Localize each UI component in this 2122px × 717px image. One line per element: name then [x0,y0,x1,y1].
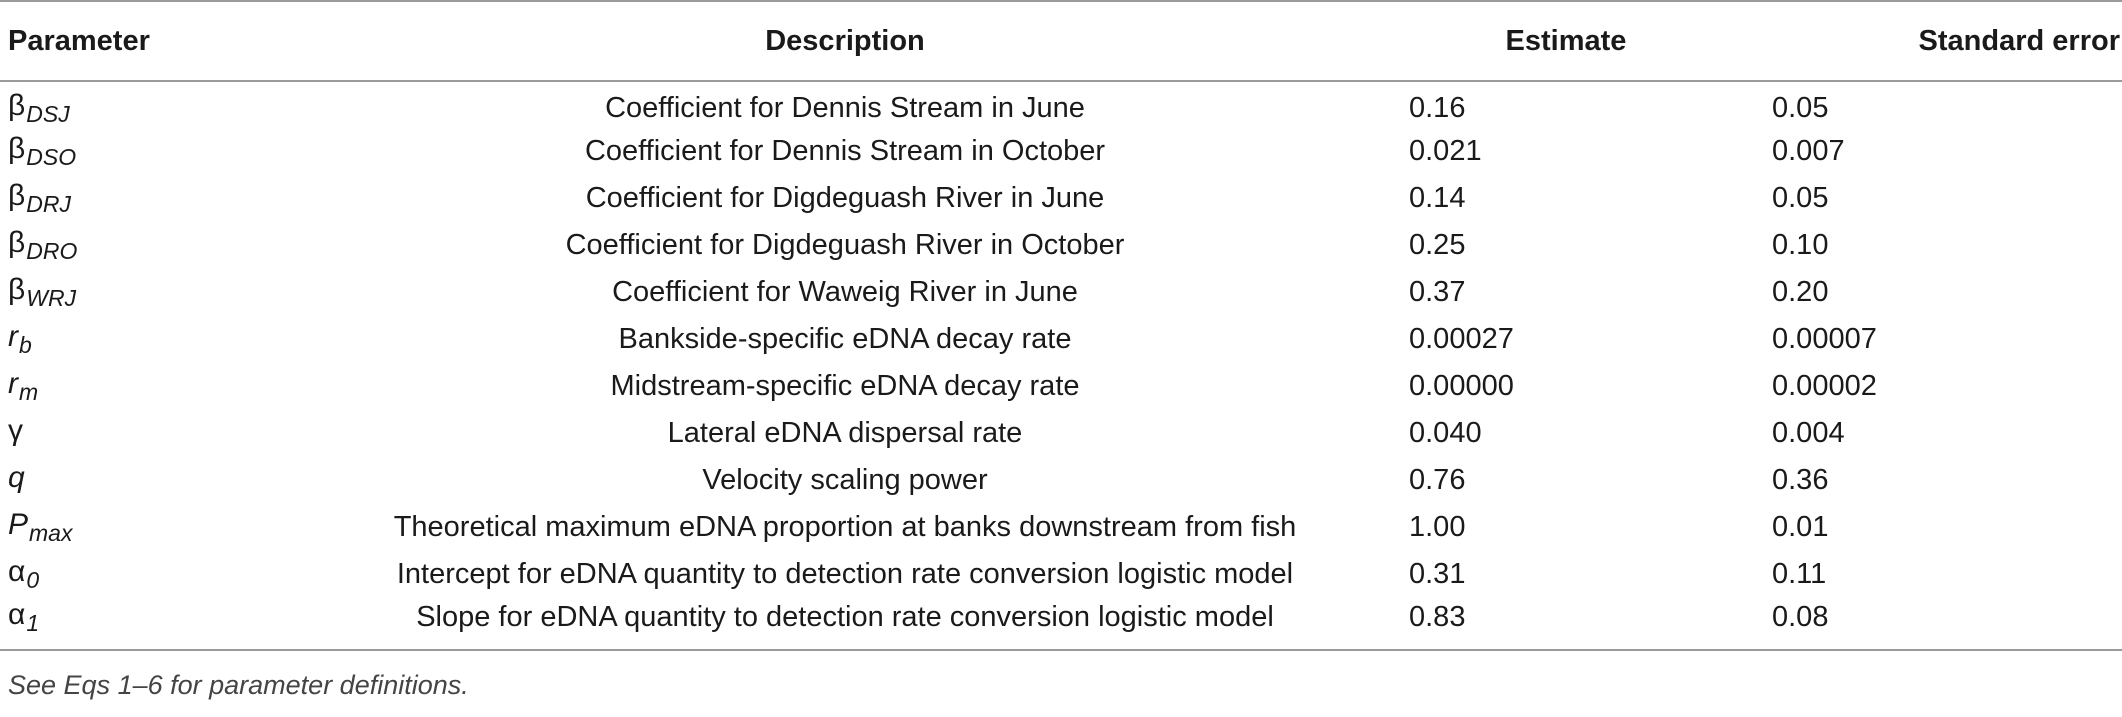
header-row: Parameter Description Estimate Standard … [0,0,2122,82]
cell-estimate: 0.021 [1409,135,1482,167]
cell-standard-error: 0.10 [1772,229,1829,261]
cell-parameter: q [0,457,330,504]
cell-estimate: 1.00 [1409,511,1466,543]
cell-standard-error: 0.00007 [1772,323,1877,355]
cell-estimate: 0.16 [1409,91,1466,124]
header-estimate: Estimate [1360,0,1772,82]
table-row: βDSJ Coefficient for Dennis Stream in Jun… [0,81,2122,128]
parameter-symbol: β [8,88,26,122]
parameter-subscript: 1 [26,610,40,636]
cell-description: Lateral eDNA dispersal rate [667,417,1023,449]
parameter-subscript: WRJ [26,285,77,311]
parameter-symbol: α [8,555,26,588]
cell-parameter: βDSJ [0,81,330,128]
parameter-subscript: b [19,332,32,358]
cell-parameter: γ [0,410,330,457]
cell-parameter: Pmax [0,504,330,551]
cell-estimate: 0.37 [1409,276,1466,308]
parameter-subscript: m [19,379,39,405]
table-row: βDRJ Coefficient for Digdeguash River in … [0,175,2122,222]
parameter-symbol: α [8,598,26,631]
cell-description: Velocity scaling power [702,464,988,496]
table-row: rb Bankside-specific eDNA decay rate 0.000… [0,316,2122,363]
cell-description: Theoretical maximum eDNA proportion at b… [393,511,1297,543]
parameter-symbol: β [8,179,26,212]
cell-description: Intercept for eDNA quantity to detection… [396,558,1294,590]
cell-parameter: βDSO [0,128,330,175]
table-row: βDSO Coefficient for Dennis Stream in Oct… [0,128,2122,175]
table-row: Pmax Theoretical maximum eDNA proportion … [0,504,2122,551]
table-footnote: See Eqs 1–6 for parameter definitions. [8,670,469,700]
cell-description: Coefficient for Dennis Stream in October [584,135,1106,167]
header-standard-error: Standard error [1772,0,2122,82]
cell-standard-error: 0.01 [1772,511,1829,543]
parameter-subscript: DRO [26,238,78,264]
cell-standard-error: 0.05 [1772,182,1829,214]
cell-parameter: α1 [0,598,330,651]
parameter-symbol: r [8,320,18,353]
parameter-symbol: β [8,273,26,306]
cell-standard-error: 0.004 [1772,417,1845,449]
cell-standard-error: 0.36 [1772,464,1829,496]
cell-standard-error: 0.08 [1772,598,2122,651]
cell-standard-error: 0.11 [1772,558,1827,590]
cell-estimate: 0.040 [1409,417,1482,449]
cell-standard-error: 0.20 [1772,276,1829,308]
parameter-table-wrapper: Parameter Description Estimate Standard … [0,0,2122,651]
table-row: βWRJ Coefficient for Waweig River in June… [0,269,2122,316]
cell-estimate: 0.14 [1409,182,1466,214]
cell-estimate: 0.83 [1360,598,1772,651]
header-parameter: Parameter [0,0,330,82]
cell-parameter: βWRJ [0,269,330,316]
cell-description: Bankside-specific eDNA decay rate [618,323,1072,355]
cell-parameter: βDRO [0,222,330,269]
cell-parameter: rm [0,363,330,410]
cell-description: Slope for eDNA quantity to detection rat… [330,598,1360,651]
cell-description: Coefficient for Dennis Stream in June [605,91,1085,124]
cell-standard-error: 0.007 [1772,135,1845,167]
cell-parameter: α0 [0,551,330,598]
table-header: Parameter Description Estimate Standard … [0,0,2122,82]
cell-parameter: βDRJ [0,175,330,222]
parameter-table: Parameter Description Estimate Standard … [0,0,2122,651]
cell-parameter: rb [0,316,330,363]
parameter-symbol: P [8,508,29,541]
parameter-subscript: max [29,520,73,546]
parameter-symbol: γ [8,414,23,447]
table-row: α0 Intercept for eDNA quantity to detecti… [0,551,2122,598]
parameter-subscript: DSJ [26,100,70,127]
cell-estimate: 0.25 [1409,229,1466,261]
cell-estimate: 0.00027 [1409,323,1514,355]
table-row: q Velocity scaling power 0.76 0.36 [0,457,2122,504]
parameter-symbol: β [8,226,26,259]
parameter-subscript: DSO [26,144,77,170]
table-row: rm Midstream-specific eDNA decay rate 0.00… [0,363,2122,410]
parameter-symbol: β [8,132,26,165]
parameter-subscript: DRJ [26,191,71,217]
header-description: Description [330,0,1360,82]
table-row: βDRO Coefficient for Digdeguash River in … [0,222,2122,269]
parameter-symbol: q [8,461,25,494]
cell-standard-error: 0.05 [1772,91,1829,124]
cell-description: Coefficient for Waweig River in June [612,276,1078,308]
cell-description: Coefficient for Digdeguash River in June [585,182,1105,214]
parameter-symbol: r [8,367,18,400]
cell-description: Midstream-specific eDNA decay rate [610,370,1080,402]
cell-estimate: 0.00000 [1409,370,1514,402]
cell-estimate: 0.31 [1409,558,1466,590]
table-row: γ Lateral eDNA dispersal rate 0.040 0.004 [0,410,2122,457]
cell-description: Coefficient for Digdeguash River in Octo… [565,229,1125,261]
cell-standard-error: 0.00002 [1772,370,1877,402]
parameter-subscript: 0 [26,567,40,593]
cell-estimate: 0.76 [1409,464,1466,496]
